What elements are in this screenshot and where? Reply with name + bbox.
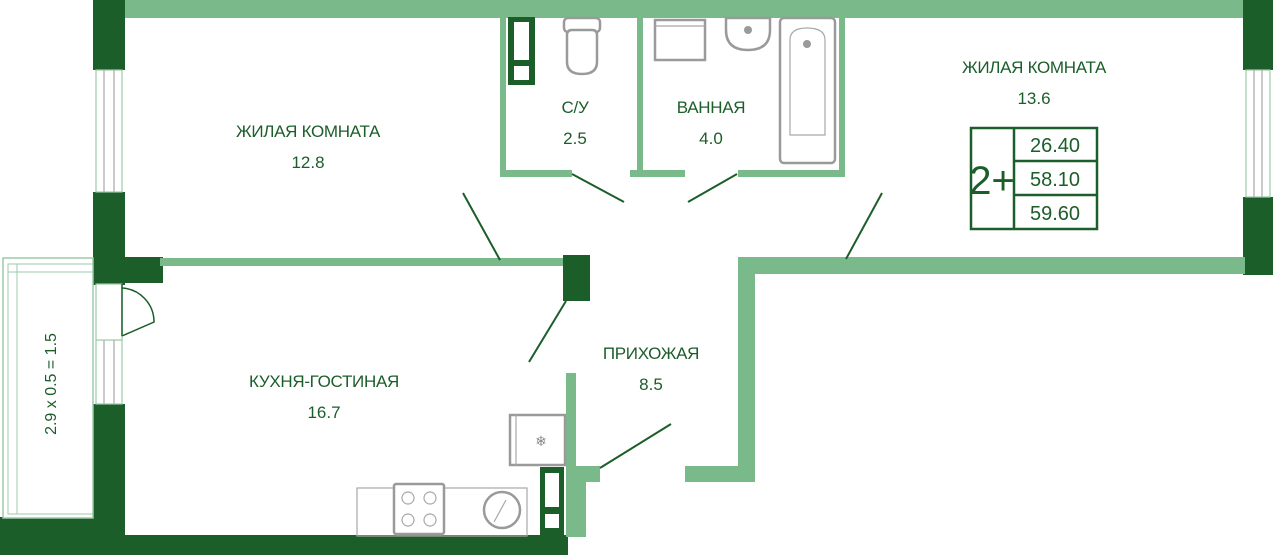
snowflake-icon: ❄ [535, 434, 547, 450]
top-wall [96, 0, 1271, 18]
room-name-kitchen: КУХНЯ-ГОСТИНАЯ [249, 372, 399, 391]
door-bath [687, 173, 738, 203]
door-wc [571, 173, 625, 203]
bottom-wall [93, 535, 568, 555]
door-living-left [462, 192, 501, 261]
wc-left-wall [500, 17, 506, 177]
room-name-wc: С/У [562, 98, 589, 117]
door-living-right [845, 192, 883, 260]
balcony-door [95, 283, 155, 341]
fridge-icon: ❄ [508, 413, 567, 467]
left-wall-top [93, 0, 125, 70]
kitchen-vent-shaft [540, 467, 564, 535]
room-area-hall: 8.5 [639, 375, 663, 394]
hall-right-wall-horizontal [738, 257, 1245, 274]
stove-icon [392, 482, 446, 536]
window-right [1245, 69, 1271, 198]
window-kitchen [95, 339, 123, 405]
bath-right-wall [839, 17, 845, 177]
window-left-top [95, 69, 123, 193]
room-area-living-right: 13.6 [1017, 89, 1050, 108]
hall-wall-bottom [566, 466, 586, 537]
room-name-living-left: ЖИЛАЯ КОМНАТА [236, 122, 381, 141]
bath-bottom-wall-a [630, 170, 685, 177]
hall-bottom-wall-stub [685, 466, 755, 482]
right-wall-top [1243, 0, 1273, 70]
bathtub-icon [778, 16, 837, 165]
living-area-value: 26.40 [1030, 135, 1080, 157]
sink-icon [724, 16, 772, 52]
door-kitchen [528, 300, 567, 363]
interior-wall-left [160, 258, 563, 266]
hall-wall-lower [566, 373, 576, 468]
room-area-living-left: 12.8 [291, 153, 324, 172]
toilet-icon [562, 16, 602, 76]
room-name-bathroom: ВАННАЯ [677, 98, 745, 117]
bottom-wall-left [0, 517, 125, 555]
room-name-living-right: ЖИЛАЯ КОМНАТА [962, 58, 1107, 77]
room-name-hall: ПРИХОЖАЯ [603, 344, 699, 363]
hall-right-wall-vertical [738, 257, 755, 482]
rooms-count: 2+ [969, 159, 1015, 203]
area-summary [969, 126, 1099, 231]
room-area-bathroom: 4.0 [699, 129, 723, 148]
right-wall-bottom [1243, 197, 1273, 275]
door-entrance [599, 423, 672, 469]
balcony-label: 2.9 x 0.5 = 1.5 [43, 333, 60, 435]
bath-bottom-wall-b [738, 170, 845, 177]
wc-bottom-wall-a [500, 170, 572, 177]
wall-junction-left [93, 257, 163, 283]
room-area-wc: 2.5 [563, 129, 587, 148]
ventilation-shaft [508, 17, 535, 85]
room-area-kitchen: 16.7 [307, 403, 340, 422]
kitchen-sink-icon [482, 490, 522, 530]
balcony [2, 257, 94, 519]
column [563, 255, 590, 301]
total-area-with-balcony-value: 59.60 [1030, 203, 1080, 225]
total-area-value: 58.10 [1030, 169, 1080, 191]
wc-right-wall [637, 17, 643, 177]
washing-machine-icon [653, 18, 707, 62]
